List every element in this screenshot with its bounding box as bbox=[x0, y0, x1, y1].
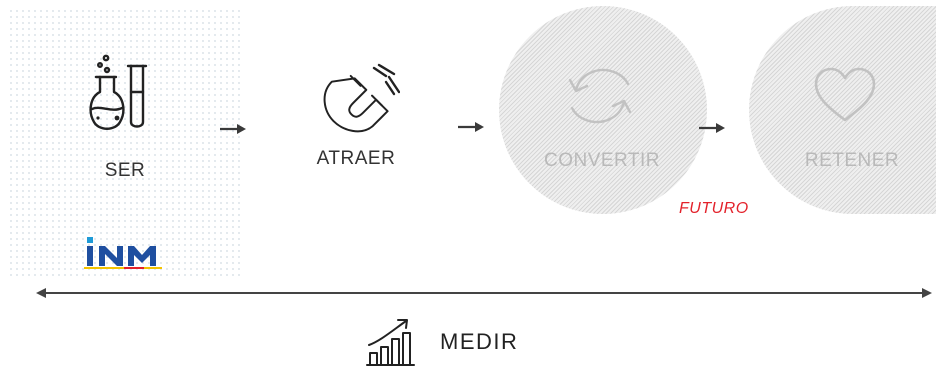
measure-label: MEDIR bbox=[440, 329, 519, 354]
cycle-arrows-icon bbox=[568, 68, 632, 124]
step-label-ser: SER bbox=[104, 160, 146, 181]
step-label-atraer: ATRAER bbox=[316, 148, 396, 169]
inm-logo bbox=[84, 237, 162, 269]
measure-span-arrow bbox=[36, 288, 932, 298]
step-label-convertir: CONVERTIR bbox=[543, 150, 661, 171]
growth-chart-icon bbox=[366, 319, 415, 366]
flow-arrow-2 bbox=[458, 122, 484, 132]
convertir-circle bbox=[499, 6, 707, 214]
magnet-icon bbox=[323, 63, 400, 133]
step-label-retener: RETENER bbox=[804, 150, 900, 171]
flow-arrow-1 bbox=[220, 124, 246, 134]
ser-panel bbox=[8, 8, 240, 280]
retener-circle bbox=[749, 6, 936, 214]
heart-icon bbox=[814, 67, 876, 122]
future-note: FUTURO bbox=[679, 200, 749, 217]
lab-flasks-icon bbox=[89, 54, 148, 130]
flow-arrow-3 bbox=[699, 123, 725, 133]
